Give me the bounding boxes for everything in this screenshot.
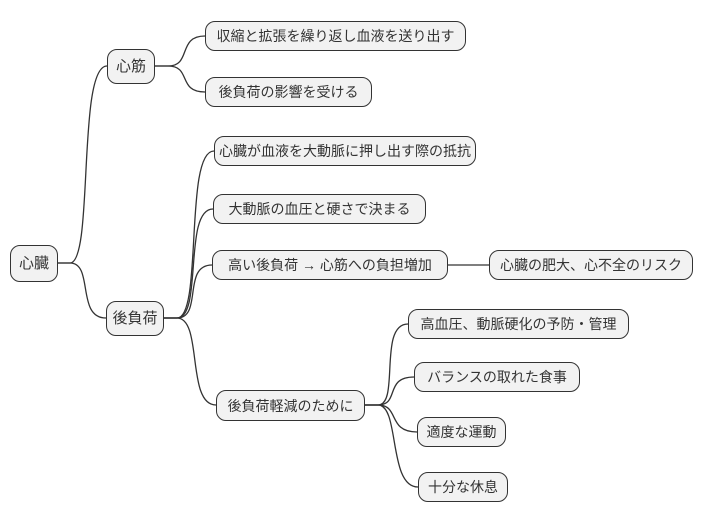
node-affected-by-afterload: 後負荷の影響を受ける [205,77,372,107]
node-balanced-diet: バランスの取れた食事 [414,362,580,392]
edge-afterload-to-high-afterload [164,264,213,319]
edge-afterload-to-resistance [164,150,215,319]
edge-afterload-to-reduce-afterload [164,317,217,406]
node-sufficient-rest: 十分な休息 [418,472,508,502]
edge-heart-to-afterload [58,262,107,319]
node-hypertrophy-risk: 心臓の肥大、心不全のリスク [489,250,693,280]
node-moderate-exercise: 適度な運動 [417,417,506,447]
edge-heart-muscle-to-affected-by-afterload [155,65,206,93]
node-aorta-pressure: 大動脈の血圧と硬さで決まる [213,194,426,224]
node-reduce-afterload: 後負荷軽減のために [216,390,365,421]
edge-reduce-afterload-to-moderate-exercise [365,404,418,433]
edge-reduce-afterload-to-sufficient-rest [365,404,419,488]
edge-heart-to-heart-muscle [58,65,108,264]
edge-afterload-to-aorta-pressure [164,208,214,319]
node-bp-management: 高血圧、動脈硬化の予防・管理 [408,309,629,339]
node-afterload: 後負荷 [106,301,164,336]
node-high-afterload: 高い後負荷 → 心筋への負担増加 [212,250,448,280]
node-heart-muscle: 心筋 [107,49,155,84]
node-pump-blood: 収縮と拡張を繰り返し血液を送り出す [205,21,466,51]
edge-heart-muscle-to-pump-blood [155,35,206,67]
node-resistance: 心臓が血液を大動脈に押し出す際の抵抗 [214,136,476,166]
node-heart: 心臓 [10,245,58,282]
edge-reduce-afterload-to-bp-management [365,323,409,406]
